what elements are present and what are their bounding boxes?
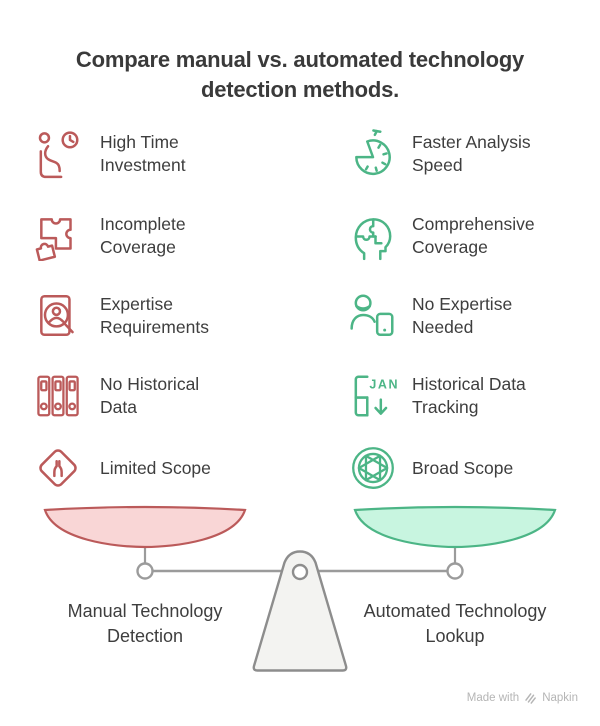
narrow-scope-diamond-icon [33, 443, 83, 493]
list-item-broad-scope: Broad Scope [348, 443, 562, 493]
watermark-prefix: Made with [466, 691, 520, 704]
list-item-limited-scope: Limited Scope [33, 443, 250, 493]
left-scale-pan [43, 505, 247, 549]
napkin-logo-icon [525, 693, 537, 704]
puzzle-piece-icon [33, 211, 83, 262]
right-beam-joint [446, 562, 464, 580]
item-label: Broad Scope [412, 457, 514, 478]
archive-binders-icon [33, 371, 83, 421]
page-title: Compare manual vs. automated technology … [75, 47, 525, 102]
fulcrum-pivot-hole [291, 563, 309, 581]
aperture-icon [348, 443, 398, 493]
expertise-search-icon [33, 291, 83, 341]
watermark-brand: Napkin [542, 691, 578, 704]
balance-scale [43, 505, 557, 672]
stopwatch-icon [348, 129, 398, 179]
made-with-napkin-watermark: Made with Napkin [467, 691, 578, 704]
jan-icon-text: JAN [369, 378, 398, 392]
fulcrum-triangle [252, 550, 348, 672]
puzzle-brain-icon [348, 211, 398, 261]
left-beam-joint [136, 562, 154, 580]
right-scale-pan [353, 505, 557, 549]
item-label: Limited Scope [100, 457, 211, 478]
person-device-icon [348, 291, 398, 341]
calendar-tracking-icon: JAN [348, 371, 398, 421]
seated-person-clock-icon [33, 129, 83, 179]
